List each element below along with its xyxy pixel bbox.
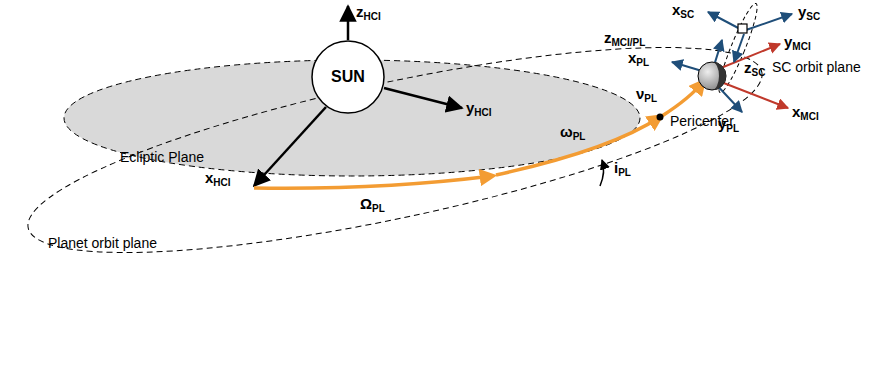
axis-label: yHCI bbox=[466, 100, 492, 118]
node-longitude-arc bbox=[254, 176, 492, 188]
planet-orbit-plane bbox=[14, 6, 776, 295]
planet-shadow bbox=[712, 62, 726, 90]
plane-label: Planet orbit plane bbox=[48, 236, 157, 251]
axis-label: yPL bbox=[718, 116, 739, 134]
x-sc-axis bbox=[708, 12, 742, 30]
axis-label: xSC bbox=[672, 2, 694, 20]
angle-label: iPL bbox=[614, 160, 631, 178]
z-hci-axis bbox=[347, 6, 350, 40]
x-mci-axis bbox=[716, 80, 788, 108]
periapsis-arc bbox=[496, 117, 660, 175]
angle-label: νPL bbox=[636, 86, 657, 104]
angle-label: ΩPL bbox=[360, 196, 385, 214]
axis-label: xHCI bbox=[205, 170, 231, 188]
axis-label: zSC bbox=[744, 60, 765, 78]
sun-circle: SUN bbox=[311, 40, 385, 114]
axis-label: ySC bbox=[798, 4, 820, 22]
axis-label: zHCI bbox=[356, 4, 381, 22]
true-anomaly-arc bbox=[662, 82, 703, 116]
x-hci-axis bbox=[254, 107, 326, 186]
plane-label: SC orbit plane bbox=[772, 60, 861, 75]
sun-label: SUN bbox=[331, 68, 365, 86]
z-sc-axis bbox=[734, 34, 744, 62]
pericenter-dot bbox=[657, 114, 664, 121]
angle-label: ωPL bbox=[560, 124, 585, 142]
axis-label: xMCI bbox=[792, 104, 819, 122]
inclination-arc bbox=[600, 160, 604, 186]
ecliptic-plane bbox=[64, 60, 640, 176]
spacecraft bbox=[738, 24, 747, 33]
y-hci-axis bbox=[384, 88, 462, 108]
y-sc-axis bbox=[746, 14, 792, 30]
planet-sphere bbox=[698, 62, 726, 90]
axis-label: zMCI/PL bbox=[604, 30, 645, 48]
axis-label: yMCI bbox=[784, 34, 811, 52]
plane-label: Ecliptic Plane bbox=[120, 150, 204, 165]
axis-label: xPL bbox=[628, 50, 649, 68]
